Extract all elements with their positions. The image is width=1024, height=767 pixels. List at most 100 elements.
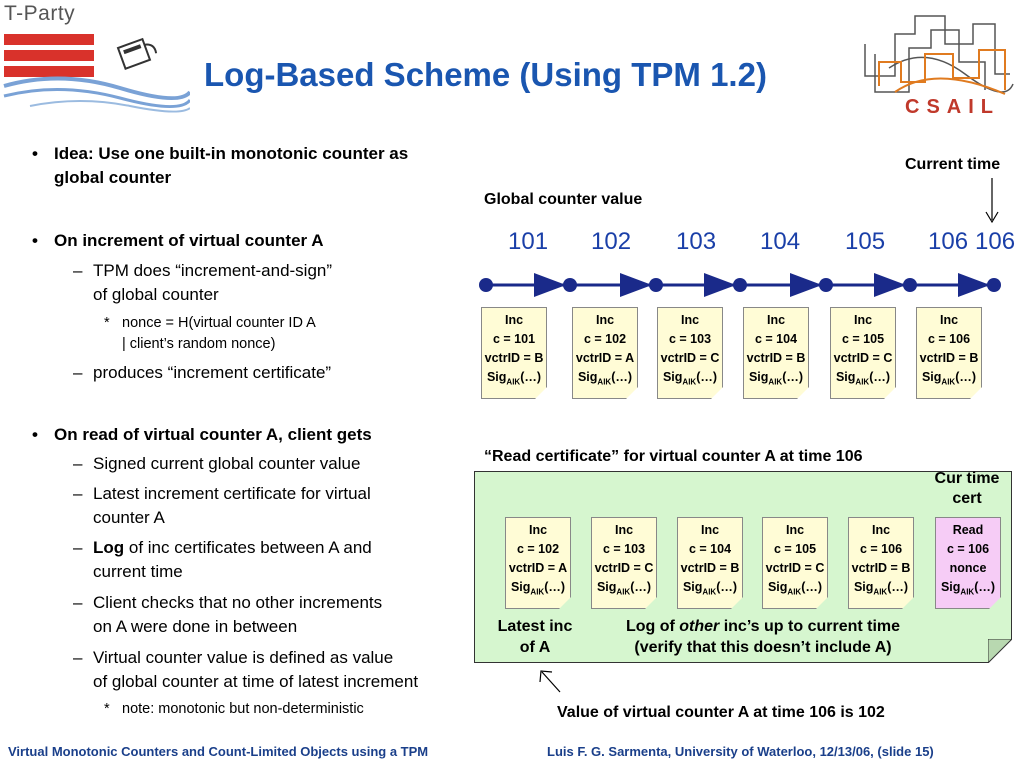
cert-signature: SigAIK(…) [853, 580, 909, 597]
cert-counter: c = 103 [602, 542, 646, 556]
cur-time-cert-line1: Cur time [934, 470, 1000, 487]
cert-signature: SigAIK(…) [577, 370, 633, 387]
timeline-arrowhead [704, 273, 736, 297]
sub-bullet-latest-line2: counter A [93, 508, 165, 527]
dash-marker: – [73, 363, 83, 382]
timeline-dot [649, 278, 663, 292]
cert-type: Inc [871, 523, 891, 537]
cert-signature: SigAIK(…) [921, 370, 977, 387]
inc-certificate: Inc c = 101 vctrID = B SigAIK(…) [481, 307, 547, 399]
dash-marker: – [73, 454, 83, 473]
read-certificate-title: “Read certificate” for virtual counter A… [484, 448, 863, 465]
sub-bullet-defined-line2: of global counter at time of latest incr… [93, 672, 419, 691]
cert-type: Inc [939, 313, 959, 327]
inc-certificate: Inc c = 102 vctrID = A SigAIK(…) [572, 307, 638, 399]
cert-counter: c = 102 [516, 542, 560, 556]
star-marker: * [104, 701, 110, 717]
cert-vctrid: vctrID = A [508, 561, 568, 575]
slide-title: Log-Based Scheme (Using TPM 1.2) [204, 56, 767, 93]
t-party-logo [3, 34, 190, 113]
counter-value: 106 [975, 228, 1016, 255]
latest-inc-line2: of A [519, 639, 551, 656]
inc-certificate: Inc c = 106 vctrID = B SigAIK(…) [916, 307, 982, 399]
cert-counter: c = 105 [841, 332, 885, 346]
sub-bullet-checks-line2: on A were done in between [93, 617, 298, 636]
cert-counter: c = 102 [583, 332, 627, 346]
cert-signature: SigAIK(…) [596, 580, 652, 597]
sub-bullet-tpm-line2: of global counter [93, 285, 219, 304]
cert-type: Inc [785, 523, 805, 537]
cert-type: Inc [766, 313, 786, 327]
bullet-dot: • [32, 425, 38, 444]
log-caption-line2: (verify that this doesn’t include A) [634, 639, 892, 656]
cert-vctrid: vctrID = B [851, 561, 911, 575]
cert-signature: SigAIK(…) [682, 580, 738, 597]
inc-certificate: Inc c = 106 vctrID = B SigAIK(…) [848, 517, 914, 609]
cert-counter: c = 105 [773, 542, 817, 556]
sub-bullet-defined-line1: Virtual counter value is defined as valu… [93, 648, 394, 667]
log-rest-text: of inc certificates between A and [124, 538, 372, 557]
csail-logo [864, 15, 1014, 95]
cert-type: Inc [853, 313, 873, 327]
current-time-arrow [985, 178, 999, 224]
log-bold-word: Log [93, 538, 125, 557]
sub-bullet-log-line2: current time [93, 562, 183, 581]
bullet-read-text: On read of virtual counter A, client get… [54, 425, 372, 444]
cert-signature: SigAIK(…) [748, 370, 804, 387]
dash-marker: – [73, 484, 83, 503]
timeline [479, 273, 1001, 297]
timeline-arrowhead [620, 273, 652, 297]
cert-signature: SigAIK(…) [940, 580, 996, 597]
cert-vctrid: vctrID = B [680, 561, 740, 575]
value-statement: Value of virtual counter A at time 106 i… [557, 704, 885, 721]
footer-author: Luis F. G. Sarmenta, University of Water… [547, 744, 934, 759]
cert-vctrid: vctrID = B [919, 351, 979, 365]
cert-counter: c = 106 [946, 542, 990, 556]
dash-marker: – [73, 538, 83, 557]
bullet-dot: • [32, 231, 38, 250]
counter-value: 105 [845, 228, 886, 255]
star-marker: * [104, 315, 110, 331]
cert-type: Read [952, 523, 984, 537]
counter-value: 104 [760, 228, 801, 255]
sub-bullet-produces-text: produces “increment certificate” [93, 363, 332, 382]
cur-time-cert-line2: cert [952, 490, 982, 507]
cur-time-cert-label: Cur time cert [933, 470, 1001, 508]
cert-signature: SigAIK(…) [835, 370, 891, 387]
cert-type: Inc [614, 523, 634, 537]
log-caption-line1: Log of other inc’s up to current time [625, 618, 901, 635]
inc-certificate: Inc c = 105 vctrID = C SigAIK(…) [830, 307, 896, 399]
cert-type: Inc [528, 523, 548, 537]
bullet-increment-text: On increment of virtual counter A [54, 231, 324, 250]
dash-marker: – [73, 261, 83, 280]
cert-type: Inc [680, 313, 700, 327]
footer-title: Virtual Monotonic Counters and Count-Lim… [8, 744, 429, 759]
counter-value: 103 [676, 228, 717, 255]
cert-vctrid: vctrID = A [575, 351, 635, 365]
cert-vctrid: vctrID = C [594, 561, 654, 575]
counter-value: 106 [928, 228, 969, 255]
latest-inc-caption: Latest inc of A [492, 618, 578, 657]
bullet-dot: • [32, 144, 38, 163]
timeline-arrowhead [790, 273, 822, 297]
cert-type: Inc [504, 313, 524, 327]
latest-inc-line1: Latest inc [497, 618, 573, 635]
inc-certificate: Inc c = 102 vctrID = A SigAIK(…) [505, 517, 571, 609]
cert-type: Inc [700, 523, 720, 537]
global-counter-label: Global counter value [484, 191, 643, 208]
sub-bullet-latest-line1: Latest increment certificate for virtual [93, 484, 371, 503]
read-current-time-certificate: Read c = 106 nonce SigAIK(…) [935, 517, 1001, 609]
t-party-logo-text: T-Party [4, 2, 76, 25]
timeline-arrowhead [534, 273, 566, 297]
csail-logo-text: CSAIL [905, 96, 1000, 118]
inc-certificate: Inc c = 104 vctrID = B SigAIK(…) [743, 307, 809, 399]
timeline-arrowhead [958, 273, 990, 297]
cert-vctrid: vctrID = B [746, 351, 806, 365]
note-monotonic-text: note: monotonic but non-deterministic [122, 701, 364, 717]
inc-certificate: Inc c = 103 vctrID = C SigAIK(…) [591, 517, 657, 609]
cert-signature: SigAIK(…) [662, 370, 718, 387]
cert-type: Inc [595, 313, 615, 327]
read-box-fold [988, 639, 1012, 663]
counter-value: 102 [591, 228, 632, 255]
log-caption: Log of other inc’s up to current time (v… [608, 618, 918, 657]
